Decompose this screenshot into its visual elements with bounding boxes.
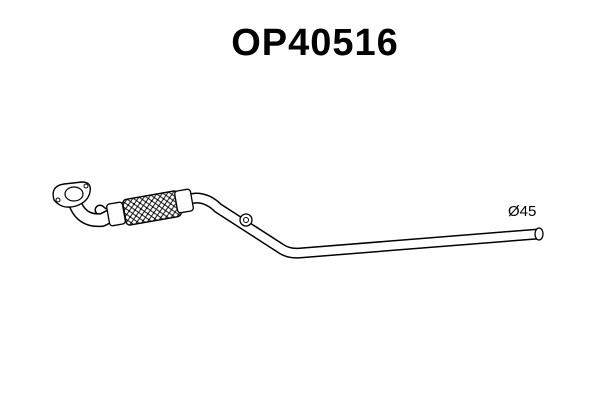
part-number-title: OP40516: [231, 22, 399, 64]
pipe-end: [534, 227, 544, 241]
flex-section: [106, 188, 194, 227]
diameter-label: Ø45: [508, 203, 536, 220]
sensor-boss: [239, 213, 253, 227]
flange: [52, 181, 92, 208]
